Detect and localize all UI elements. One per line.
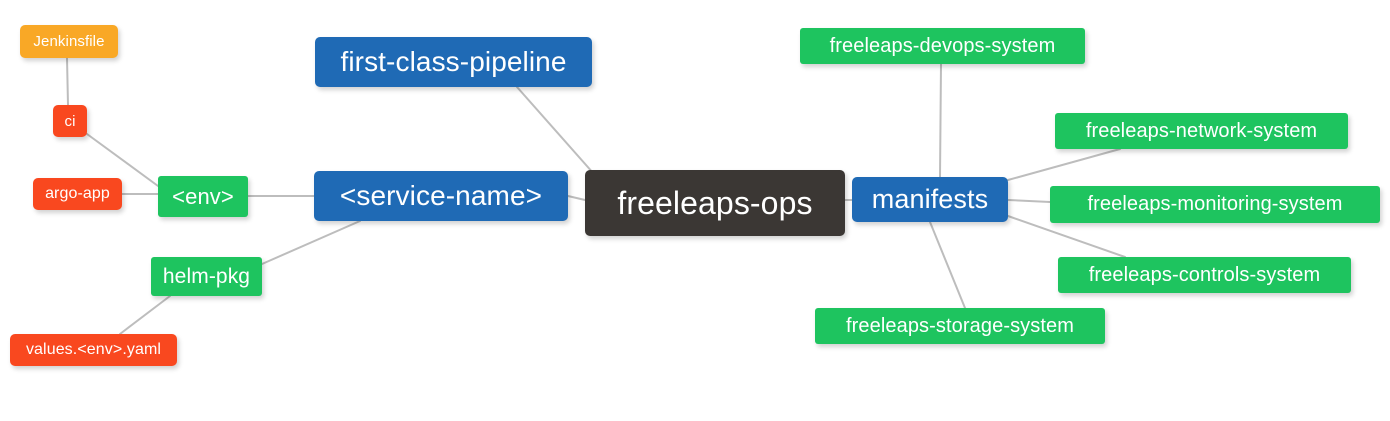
edge-ci-jenkinsfile [66, 57, 69, 106]
edge-manifests-storage [929, 221, 966, 309]
node-values-env-yaml[interactable]: values.<env>.yaml [10, 334, 177, 366]
edge-manifests-monitoring [1007, 199, 1051, 203]
node-freeleaps-monitoring-system[interactable]: freeleaps-monitoring-system [1050, 186, 1380, 223]
edge-manifests-network [1007, 148, 1121, 181]
node-freeleaps-devops-system[interactable]: freeleaps-devops-system [800, 28, 1085, 64]
edge-ops-service [567, 195, 586, 201]
edge-service-helm [261, 220, 361, 265]
node-service-name[interactable]: <service-name> [314, 171, 568, 221]
node-ci[interactable]: ci [53, 105, 87, 137]
edge-ops-pipeline [516, 86, 595, 175]
node-jenkinsfile[interactable]: Jenkinsfile [20, 25, 118, 58]
node-freeleaps-ops[interactable]: freeleaps-ops [585, 170, 845, 236]
node-freeleaps-storage-system[interactable]: freeleaps-storage-system [815, 308, 1105, 344]
edge-manifests-devops [939, 63, 942, 178]
node-manifests[interactable]: manifests [852, 177, 1008, 222]
node-freeleaps-controls-system[interactable]: freeleaps-controls-system [1058, 257, 1351, 293]
node-helm-pkg[interactable]: helm-pkg [151, 257, 262, 296]
node-argo-app[interactable]: argo-app [33, 178, 122, 210]
node-freeleaps-network-system[interactable]: freeleaps-network-system [1055, 113, 1348, 149]
edge-helm-values [119, 295, 171, 335]
node-first-class-pipeline[interactable]: first-class-pipeline [315, 37, 592, 87]
node-env[interactable]: <env> [158, 176, 248, 217]
